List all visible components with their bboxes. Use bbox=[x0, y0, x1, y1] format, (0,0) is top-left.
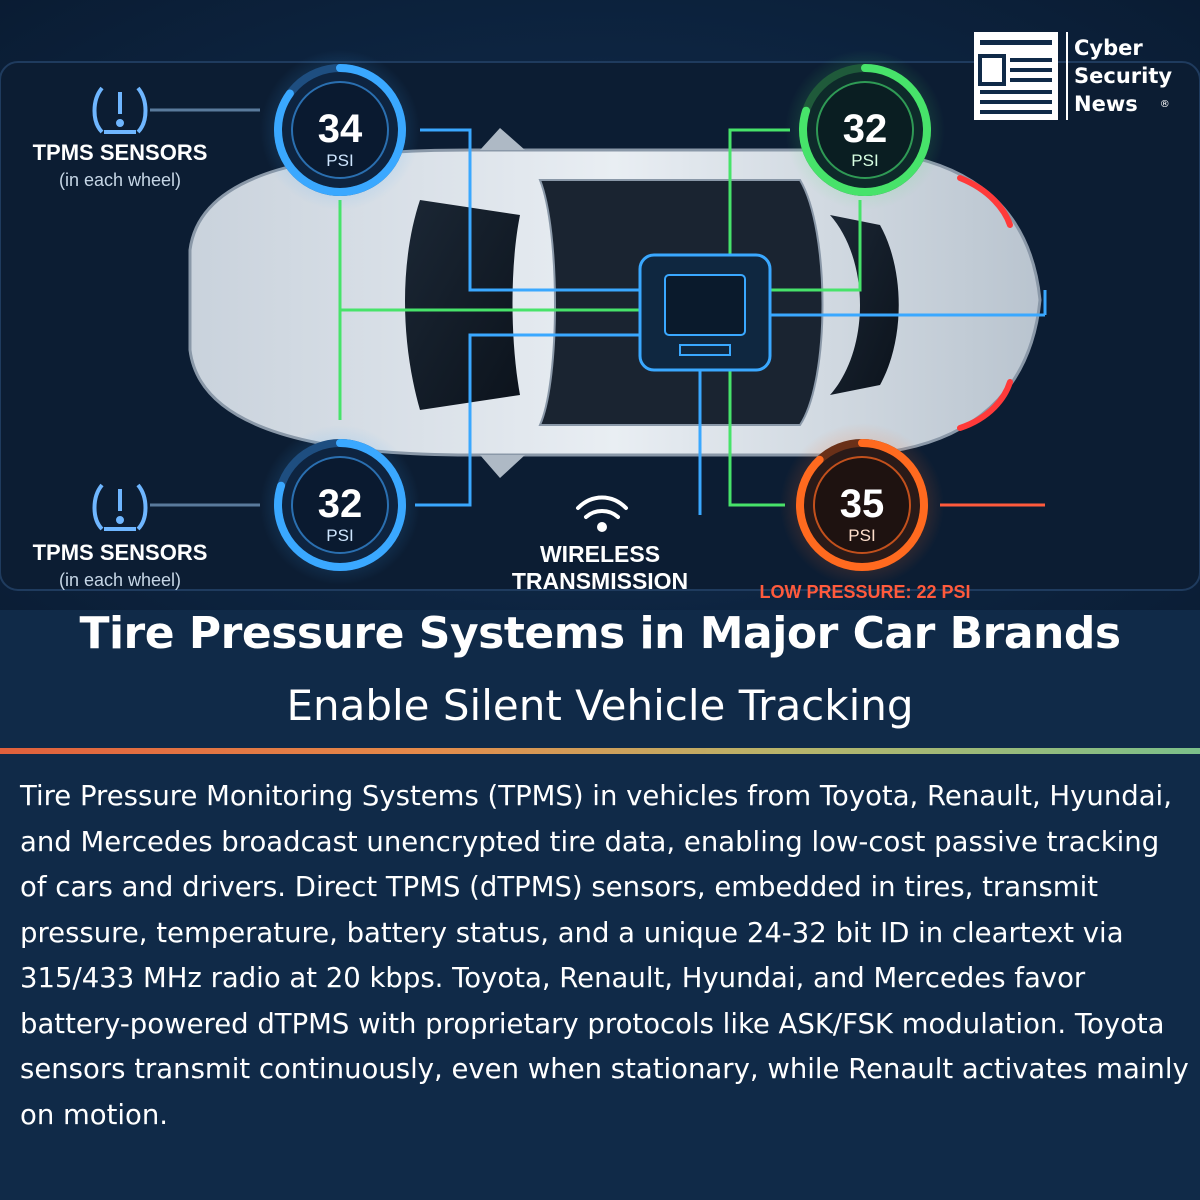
tire-gauge-front-left bbox=[260, 50, 420, 210]
wifi-icon bbox=[576, 495, 628, 532]
brand-line-1: Cyber bbox=[1074, 36, 1143, 60]
brand-line-3: News ® bbox=[1074, 90, 1172, 119]
tire-value-front-left: 34 bbox=[318, 107, 363, 151]
tire-gauge-rear-left bbox=[260, 425, 420, 585]
tire-unit-rear-left: PSI bbox=[326, 526, 353, 545]
sensor-label-bottom: TPMS SENSORS bbox=[33, 540, 208, 565]
tire-value-front-right: 32 bbox=[843, 107, 888, 151]
registered-mark: ® bbox=[1159, 99, 1170, 110]
tire-gauge-rear-right bbox=[780, 423, 944, 587]
tire-value-rear-left: 32 bbox=[318, 482, 363, 526]
tpms-warning-icon bbox=[92, 86, 148, 134]
wireless-label-line1: WIRELESS bbox=[540, 541, 660, 567]
tire-gauge-front-right bbox=[785, 50, 945, 210]
brand-logo bbox=[972, 30, 1172, 122]
headline-title: Tire Pressure Systems in Major Car Brand… bbox=[79, 608, 1121, 659]
brand-name: Cyber Security News ® bbox=[1074, 34, 1172, 119]
sensor-sublabel-top: (in each wheel) bbox=[59, 170, 181, 190]
headline-subtitle: Enable Silent Vehicle Tracking bbox=[286, 681, 914, 730]
gradient-divider bbox=[0, 748, 1200, 754]
logo-mark-icon bbox=[974, 32, 1058, 120]
wireless-label-line2: TRANSMISSION bbox=[512, 568, 688, 594]
brand-line-3-text: News bbox=[1074, 92, 1138, 116]
car-top-view bbox=[188, 128, 1042, 478]
data-connections bbox=[150, 108, 1047, 515]
article-body: Tire Pressure Monitoring Systems (TPMS) … bbox=[20, 780, 1189, 1131]
tire-unit-front-right: PSI bbox=[851, 151, 878, 170]
low-pressure-warning: LOW PRESSURE: 22 PSI bbox=[759, 582, 970, 602]
tpms-diagram: 34 PSI 32 PSI 32 PSI 35 PSI TPMS SENSORS… bbox=[0, 50, 1200, 602]
sensor-sublabel-bottom: (in each wheel) bbox=[59, 570, 181, 590]
tpms-warning-icon bbox=[92, 483, 148, 531]
brand-line-2: Security bbox=[1074, 64, 1173, 88]
tire-unit-front-left: PSI bbox=[326, 151, 353, 170]
hero-illustration: 34 PSI 32 PSI 32 PSI 35 PSI TPMS SENSORS… bbox=[0, 0, 1200, 610]
ecu-module bbox=[638, 253, 772, 372]
sensor-label-top: TPMS SENSORS bbox=[33, 140, 208, 165]
tire-value-rear-right: 35 bbox=[840, 482, 885, 526]
tire-unit-rear-right: PSI bbox=[848, 526, 875, 545]
